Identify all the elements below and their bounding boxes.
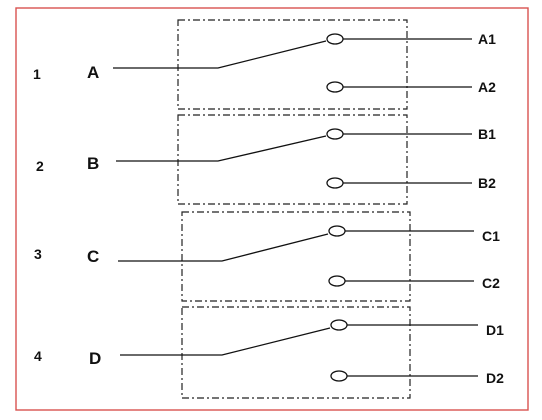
- switch-blade-d: [120, 327, 331, 356]
- terminal-label-b2: B2: [478, 175, 496, 191]
- terminal-label-d1: D1: [486, 322, 504, 338]
- switch-blade-b: [116, 135, 327, 162]
- contact-c2: [328, 275, 346, 287]
- outer-frame: [15, 7, 529, 411]
- switch-row-b: 2 B B1 B2: [36, 114, 496, 205]
- terminal-label-b1: B1: [478, 126, 496, 142]
- switch-label-b: B: [87, 154, 99, 173]
- row-number-2: 2: [36, 158, 44, 174]
- enclosure-box-d: [181, 306, 411, 399]
- contact-b2: [326, 177, 344, 189]
- switch-label-a: A: [87, 63, 99, 82]
- enclosure-box-a: [177, 19, 408, 110]
- switch-row-c: 3 C C1 C2: [34, 211, 500, 302]
- terminal-label-a1: A1: [478, 31, 496, 47]
- row-number-4: 4: [34, 348, 42, 364]
- row-number-3: 3: [34, 246, 42, 262]
- terminal-label-c2: C2: [482, 275, 500, 291]
- switch-row-d: 4 D D1 D2: [34, 306, 504, 399]
- switch-label-c: C: [87, 247, 99, 266]
- contact-d2: [330, 370, 348, 382]
- terminal-label-d2: D2: [486, 370, 504, 386]
- contact-a1: [326, 33, 344, 45]
- row-number-1: 1: [33, 66, 41, 82]
- switch-row-a: 1 A A1 A2: [33, 19, 496, 110]
- switch-blade-c: [118, 233, 329, 262]
- contact-c1: [328, 225, 346, 237]
- switch-label-d: D: [89, 349, 101, 368]
- terminal-label-c1: C1: [482, 228, 500, 244]
- enclosure-box-b: [177, 114, 408, 205]
- contact-a2: [326, 81, 344, 93]
- contact-d1: [330, 319, 348, 331]
- switch-blade-a: [113, 40, 327, 69]
- contact-b1: [326, 128, 344, 140]
- enclosure-box-c: [181, 211, 411, 302]
- terminal-label-a2: A2: [478, 79, 496, 95]
